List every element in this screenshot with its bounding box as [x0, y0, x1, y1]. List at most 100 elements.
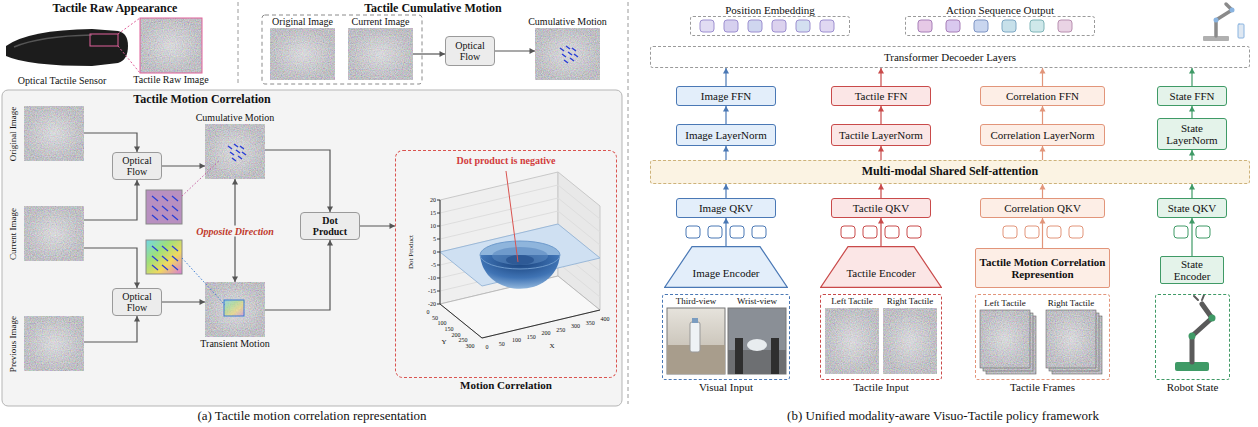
- connector: [265, 240, 330, 310]
- encoder-trapezoid: Image Encoder: [664, 246, 788, 288]
- token: [841, 226, 855, 238]
- arrow-head: [878, 146, 884, 152]
- arrow-head: [1040, 68, 1046, 74]
- axis-tick: 50: [432, 314, 438, 321]
- tactile-image: [270, 28, 335, 80]
- token: [1047, 226, 1061, 238]
- camera-photo: [771, 338, 779, 374]
- connector: [265, 150, 330, 212]
- tactile-image: [980, 310, 1030, 368]
- token: [918, 20, 932, 32]
- arrow-head: [723, 218, 729, 224]
- axis-tick: -15: [428, 288, 436, 295]
- robot-arm: [1209, 315, 1216, 322]
- connector: [84, 133, 137, 152]
- process-box: Tactile FFN: [831, 86, 931, 106]
- arrow-head: [1189, 68, 1195, 74]
- connector: [84, 180, 137, 220]
- node-label: State LayerNorm: [1158, 122, 1226, 147]
- node-label: Image QKV: [677, 202, 775, 214]
- axis-tick: 100: [512, 337, 521, 344]
- surface-plot: [480, 241, 560, 269]
- node-label: Wrist-view: [737, 297, 777, 307]
- axis-tick: 5: [433, 236, 436, 243]
- axis-tick: -10: [428, 275, 436, 282]
- axis-tick: 50: [499, 340, 505, 347]
- connector: [1189, 150, 1195, 160]
- node-label: Correlation LayerNorm: [981, 129, 1104, 141]
- process-box: Image LayerNorm: [676, 124, 776, 146]
- tactile-image: [825, 308, 879, 374]
- tactile-image: [205, 282, 265, 337]
- arrow-head: [1040, 106, 1046, 112]
- arrow-head: [1189, 106, 1195, 112]
- node-label: Dot Product: [301, 215, 359, 237]
- camera-photo: [747, 339, 767, 351]
- node-label: Tactile Motion Correlation Represention: [976, 256, 1109, 281]
- process-box: Correlation QKV: [980, 198, 1105, 218]
- arrow-head: [134, 180, 140, 186]
- axis-tick: 15: [430, 210, 436, 217]
- process-box: Tactile LayerNorm: [831, 124, 931, 146]
- connector: [723, 68, 729, 86]
- text-label: Tactile Raw Appearance: [53, 2, 178, 15]
- node-label: Tactile Raw Image: [133, 74, 208, 85]
- tactile-image: [140, 18, 202, 73]
- node-label: Current Image: [351, 16, 409, 27]
- node-label: Action Sequence Output: [946, 4, 1054, 16]
- process-box: Dot Product: [300, 212, 360, 240]
- arrow-head: [232, 179, 238, 185]
- token: [796, 20, 810, 32]
- process-box: State Encoder: [1160, 256, 1224, 284]
- image-tile: Transient Motion: [205, 282, 265, 337]
- node-label: Right Tactile: [1048, 299, 1094, 309]
- axis-tick: 100: [438, 320, 447, 327]
- axis-tick: 150: [445, 326, 454, 333]
- axis-tick: 0: [427, 309, 430, 316]
- connector: [265, 150, 333, 212]
- image-tile: Cumulative Motion: [205, 124, 265, 179]
- token: [1174, 226, 1188, 238]
- connector: [878, 218, 884, 246]
- process-box: Correlation FFN: [980, 86, 1105, 106]
- node-label: Current Image: [9, 207, 19, 259]
- arrow-head: [723, 106, 729, 112]
- tactile-image: [205, 124, 265, 179]
- process-box: Optical Flow: [112, 288, 162, 316]
- process-box: State LayerNorm: [1157, 118, 1227, 150]
- encoder-outline: [665, 247, 788, 288]
- tactile-sensor: [6, 18, 140, 73]
- token-strip: Action Sequence Output: [905, 16, 1095, 36]
- token: [708, 226, 722, 238]
- image-tile: Left Tactile: [980, 310, 1030, 368]
- arrow-head: [1189, 218, 1195, 224]
- token: [863, 226, 877, 238]
- arrow-head: [723, 146, 729, 152]
- connector: [413, 51, 445, 57]
- tactile-image: [205, 282, 265, 337]
- axis-tick: 200: [452, 331, 461, 338]
- robot-arm: [1238, 24, 1244, 38]
- input-group: Tactile InputLeft TactileRight Tactile: [820, 294, 942, 380]
- transient-patch: [224, 300, 244, 316]
- axis-tick: 0: [486, 344, 489, 351]
- transient-patch: [224, 300, 244, 316]
- node-label: Correlation QKV: [981, 202, 1104, 214]
- token: [700, 20, 714, 32]
- token: [730, 226, 744, 238]
- image-tile: Cumulative Motion: [535, 28, 600, 80]
- arrow-head: [723, 68, 729, 74]
- camera-photo: [692, 318, 698, 323]
- robot-arm: [1214, 18, 1219, 23]
- process-box: Tactile Motion Correlation Represention: [975, 248, 1110, 288]
- token: [820, 20, 834, 32]
- process-box: Transformer Decoeder Layers: [650, 46, 1250, 68]
- node-label: Motion Correlation: [460, 379, 552, 391]
- arrow-head: [1040, 184, 1046, 190]
- flow-vectors: [560, 46, 578, 63]
- surface-plot: [492, 247, 548, 265]
- tactile-image: [24, 206, 84, 261]
- node-label: Left Tactile: [984, 299, 1025, 309]
- connector: [878, 68, 884, 86]
- tactile-image: [535, 28, 600, 80]
